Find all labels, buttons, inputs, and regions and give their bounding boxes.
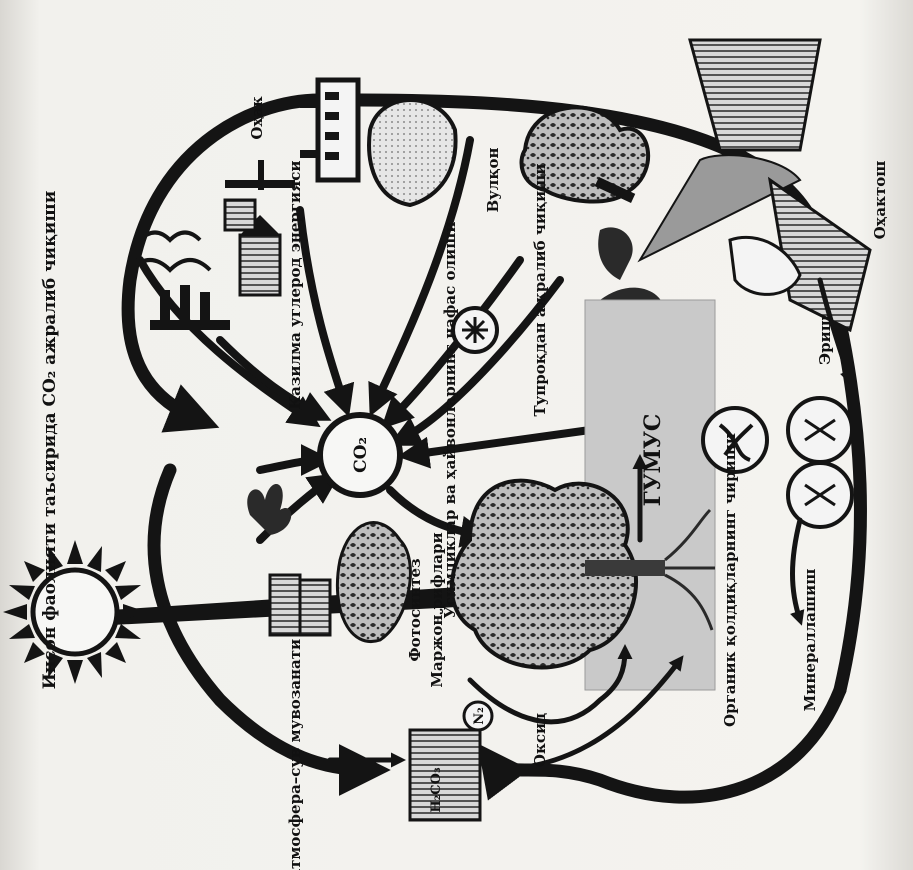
co2-to-tree-arrow: [390, 490, 480, 535]
microbe-circle-3-icon: [788, 398, 852, 527]
mound-icon: [369, 100, 456, 205]
label-oxygen: Оксид: [531, 713, 549, 767]
label-soil-release: Тупроқдан ажралиб чиқиши: [531, 164, 549, 417]
label-mineralization: Минераллашиш: [801, 569, 819, 712]
label-coral-reefs: Маржон рифлари: [428, 532, 446, 687]
city-buildings-icon: [225, 160, 295, 295]
label-carbon-energy: Казилма углерод энергияси: [286, 160, 304, 409]
label-organic-decay: Органик қолдиқларнинг чириши: [721, 433, 739, 727]
label-atmosphere-water: Атмосфера–сув мувозанати: [286, 639, 304, 870]
label-co2: CO₂: [351, 437, 371, 473]
label-dissolve: Эриш: [816, 315, 834, 365]
sun-icon: [3, 540, 147, 684]
label-volcano: Вулқон: [484, 147, 502, 212]
label-photosynthesis: Фотосинтез: [406, 558, 424, 661]
label-n2: N₂: [472, 707, 487, 725]
label-h2co3: H₂CO₃: [429, 767, 444, 813]
ocean-block: [410, 730, 480, 820]
coral-icon: [270, 523, 410, 642]
industry-stacks-icon: [130, 233, 230, 331]
label-human-activity: Инсон фаолияти таъсирида CO₂ ажралиб чиқ…: [40, 190, 60, 689]
mineral-arrow: [793, 520, 801, 620]
label-humus: ГУМУС: [640, 414, 666, 507]
fire-icon: [247, 484, 291, 535]
label-lime: Оҳак: [248, 96, 266, 140]
microbe-circle-1-icon: [453, 308, 497, 352]
label-limestone: Оҳактош: [871, 161, 889, 240]
